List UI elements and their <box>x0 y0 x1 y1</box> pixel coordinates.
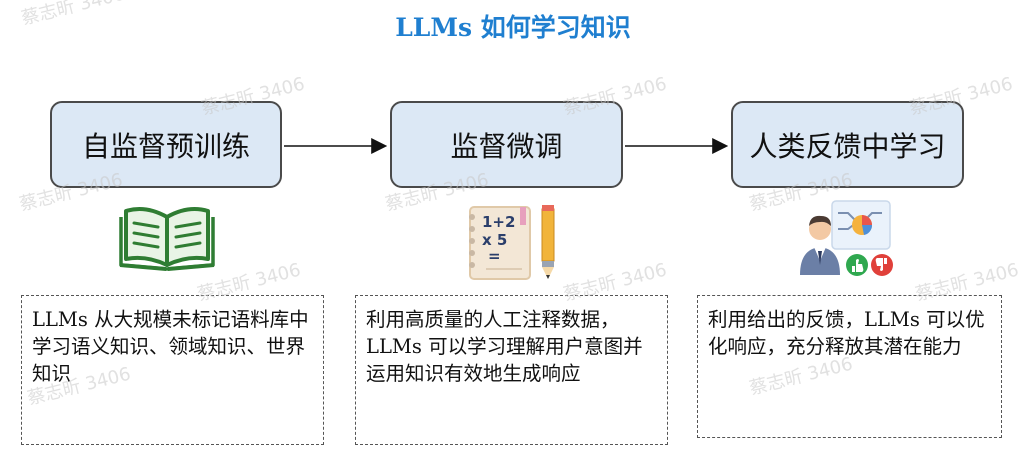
description-pretraining: LLMs 从大规模未标记语料库中学习语义知识、领域知识、世界知识 <box>21 295 324 445</box>
person-feedback-chart-icon <box>800 200 893 276</box>
open-book-icon <box>119 207 215 271</box>
description-rlhf: 利用给出的反馈，LLMs 可以优化响应，充分释放其潜在能力 <box>697 295 1002 438</box>
stage-box-rlhf: 人类反馈中学习 <box>731 101 964 188</box>
math-line-2: x 5 <box>482 231 507 249</box>
math-notebook-pencil-icon: 1+2 x 5 = <box>469 205 555 280</box>
description-finetuning: 利用高质量的人工注释数据，LLMs 可以学习理解用户意图并运用知识有效地生成响应 <box>355 295 668 445</box>
diagram-title: LLMs 如何学习知识 <box>395 13 631 42</box>
stage-box-pretraining: 自监督预训练 <box>50 101 282 188</box>
math-line-3: = <box>488 247 501 265</box>
stage-box-finetuning: 监督微调 <box>390 101 623 188</box>
math-line-1: 1+2 <box>482 213 515 231</box>
